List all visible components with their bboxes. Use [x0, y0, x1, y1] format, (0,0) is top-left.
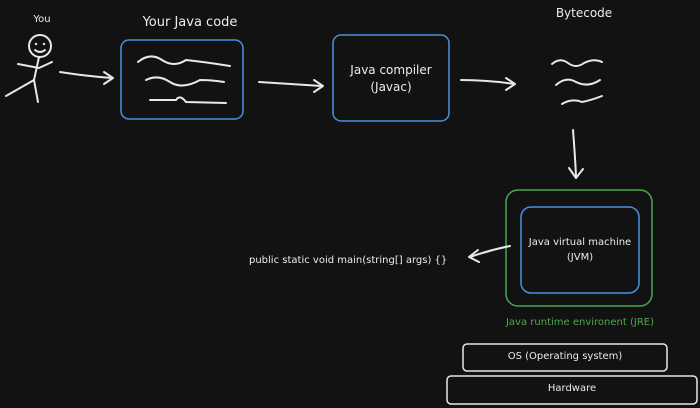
- java-code-box: [120, 39, 244, 120]
- jvm-box: [520, 206, 640, 294]
- java-compiler-box: [332, 34, 450, 122]
- hardware-label: Hardware: [547, 383, 597, 394]
- compiler-label-line-2: (Javac): [370, 80, 412, 94]
- arrow-you-to-code: [59, 71, 113, 79]
- main-signature: public static void main(string[] args) {…: [249, 255, 448, 266]
- jre-box: [505, 189, 653, 307]
- hardware-box: [446, 375, 698, 405]
- jvm-label-line-2: (JVM): [566, 252, 594, 263]
- os-box: [462, 343, 668, 372]
- arrow-compiler-to-bytecode: [460, 79, 515, 85]
- code-title: Your Java code: [142, 15, 238, 30]
- code-scribble-icon: [137, 55, 231, 104]
- os-label: OS (Operating system): [507, 351, 623, 362]
- person-figure: [5, 34, 53, 103]
- arrow-jvm-to-main: [469, 245, 511, 258]
- arrow-bytecode-to-jvm: [572, 129, 577, 177]
- you-label: You: [33, 14, 51, 25]
- jre-label: Java runtime environent (JRE): [505, 317, 654, 328]
- bytecode-scribble-icon: [551, 59, 603, 105]
- jvm-label-line-1: Java virtual machine: [528, 237, 632, 248]
- arrow-code-to-compiler: [258, 81, 323, 87]
- bytecode-title: Bytecode: [555, 6, 613, 20]
- compiler-label-line-1: Java compiler: [350, 63, 432, 77]
